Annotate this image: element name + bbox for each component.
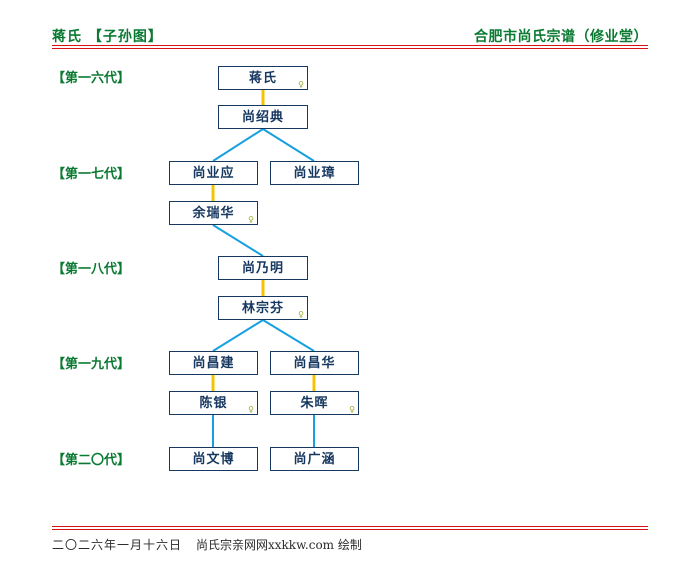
footer-date: 二〇二六年一月十六日	[52, 538, 183, 552]
header-divider	[52, 45, 648, 49]
person-name: 蒋氏	[248, 70, 277, 86]
parent-child-link-line	[262, 319, 315, 352]
female-symbol-icon: ♀	[298, 310, 304, 319]
person-name: 尚昌建	[192, 355, 235, 371]
parent-child-link-line	[212, 224, 264, 257]
generation-label-gen-16: 【第一六代】	[52, 71, 131, 86]
female-symbol-icon: ♀	[248, 405, 254, 414]
female-symbol-icon: ♀	[248, 215, 254, 224]
person-box-shangchanghua[interactable]: 尚昌华	[270, 351, 359, 375]
person-name: 尚业璋	[293, 165, 336, 181]
parent-child-link-line	[212, 319, 264, 352]
person-box-jiangshi[interactable]: 蒋氏 ♀	[218, 66, 308, 90]
person-name: 尚绍典	[241, 109, 284, 125]
generation-label-gen-17: 【第一七代】	[52, 167, 131, 182]
page-title-right: 合肥市尚氏宗谱（修业堂）	[474, 29, 648, 45]
person-box-shangwenbo[interactable]: 尚文博	[169, 447, 258, 471]
generation-label-gen-19: 【第一九代】	[52, 357, 131, 372]
page-header: 蒋氏 【子孙图】 合肥市尚氏宗谱（修业堂）	[52, 26, 648, 48]
person-box-shangguanghan[interactable]: 尚广涵	[270, 447, 359, 471]
female-symbol-icon: ♀	[349, 405, 355, 414]
person-name: 朱晖	[300, 395, 329, 411]
parent-child-link-line	[262, 128, 315, 162]
person-name: 林宗芬	[241, 300, 284, 316]
female-symbol-icon: ♀	[298, 80, 304, 89]
person-box-shangchangjian[interactable]: 尚昌建	[169, 351, 258, 375]
person-name: 尚昌华	[293, 355, 336, 371]
person-box-shangshaodian[interactable]: 尚绍典	[218, 105, 308, 129]
person-box-yuruihua[interactable]: 余瑞华 ♀	[169, 201, 258, 225]
generation-label-gen-20: 【第二〇代】	[52, 453, 131, 468]
person-box-shangyezhang[interactable]: 尚业璋	[270, 161, 359, 185]
person-name: 尚乃明	[241, 260, 284, 276]
person-box-linzongfen[interactable]: 林宗芬 ♀	[218, 296, 308, 320]
person-box-shangnaiming[interactable]: 尚乃明	[218, 256, 308, 280]
person-name: 尚广涵	[293, 451, 336, 467]
page-title-left: 蒋氏 【子孙图】	[52, 29, 163, 45]
footer-credit: 尚氏宗亲网网xxkkw.com 绘制	[196, 538, 362, 552]
person-name: 余瑞华	[192, 205, 235, 221]
person-box-zhuhui[interactable]: 朱晖 ♀	[270, 391, 359, 415]
person-box-chenyin[interactable]: 陈银 ♀	[169, 391, 258, 415]
person-name: 陈银	[199, 395, 228, 411]
generation-label-gen-18: 【第一八代】	[52, 262, 131, 277]
person-box-shangyeying[interactable]: 尚业应	[169, 161, 258, 185]
person-name: 尚文博	[192, 451, 235, 467]
footer-divider	[52, 526, 648, 530]
person-name: 尚业应	[192, 165, 235, 181]
parent-child-link-line	[212, 128, 264, 162]
